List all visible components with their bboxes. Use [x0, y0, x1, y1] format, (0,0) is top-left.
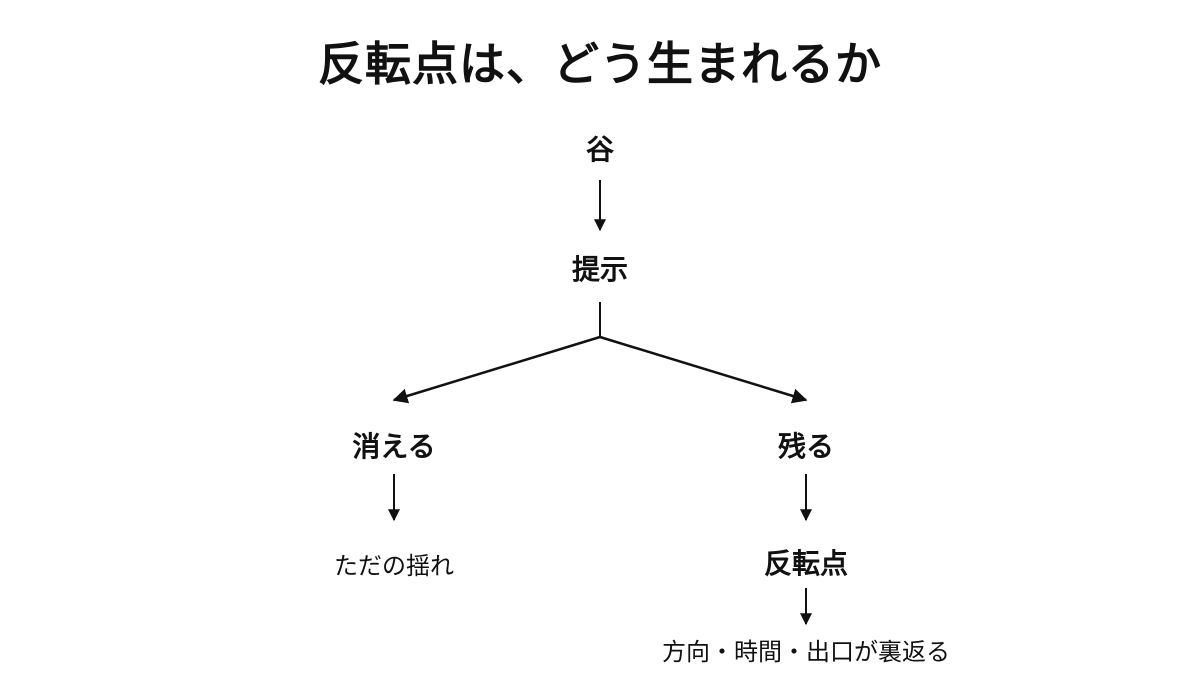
node-mere-sway: ただの揺れ — [334, 552, 454, 580]
node-remain: 残る — [777, 430, 835, 463]
node-valley: 谷 — [585, 133, 615, 166]
node-flip: 方向・時間・出口が裏返る — [662, 638, 950, 666]
node-presentation: 提示 — [571, 253, 629, 286]
diagram-title: 反転点は、どう生まれるか — [318, 37, 882, 91]
node-reversal-point: 反転点 — [763, 547, 849, 580]
arrow-presentation-to-vanish — [392, 335, 601, 404]
node-vanish: 消える — [352, 430, 436, 463]
arrow-presentation-to-remain — [599, 335, 808, 404]
